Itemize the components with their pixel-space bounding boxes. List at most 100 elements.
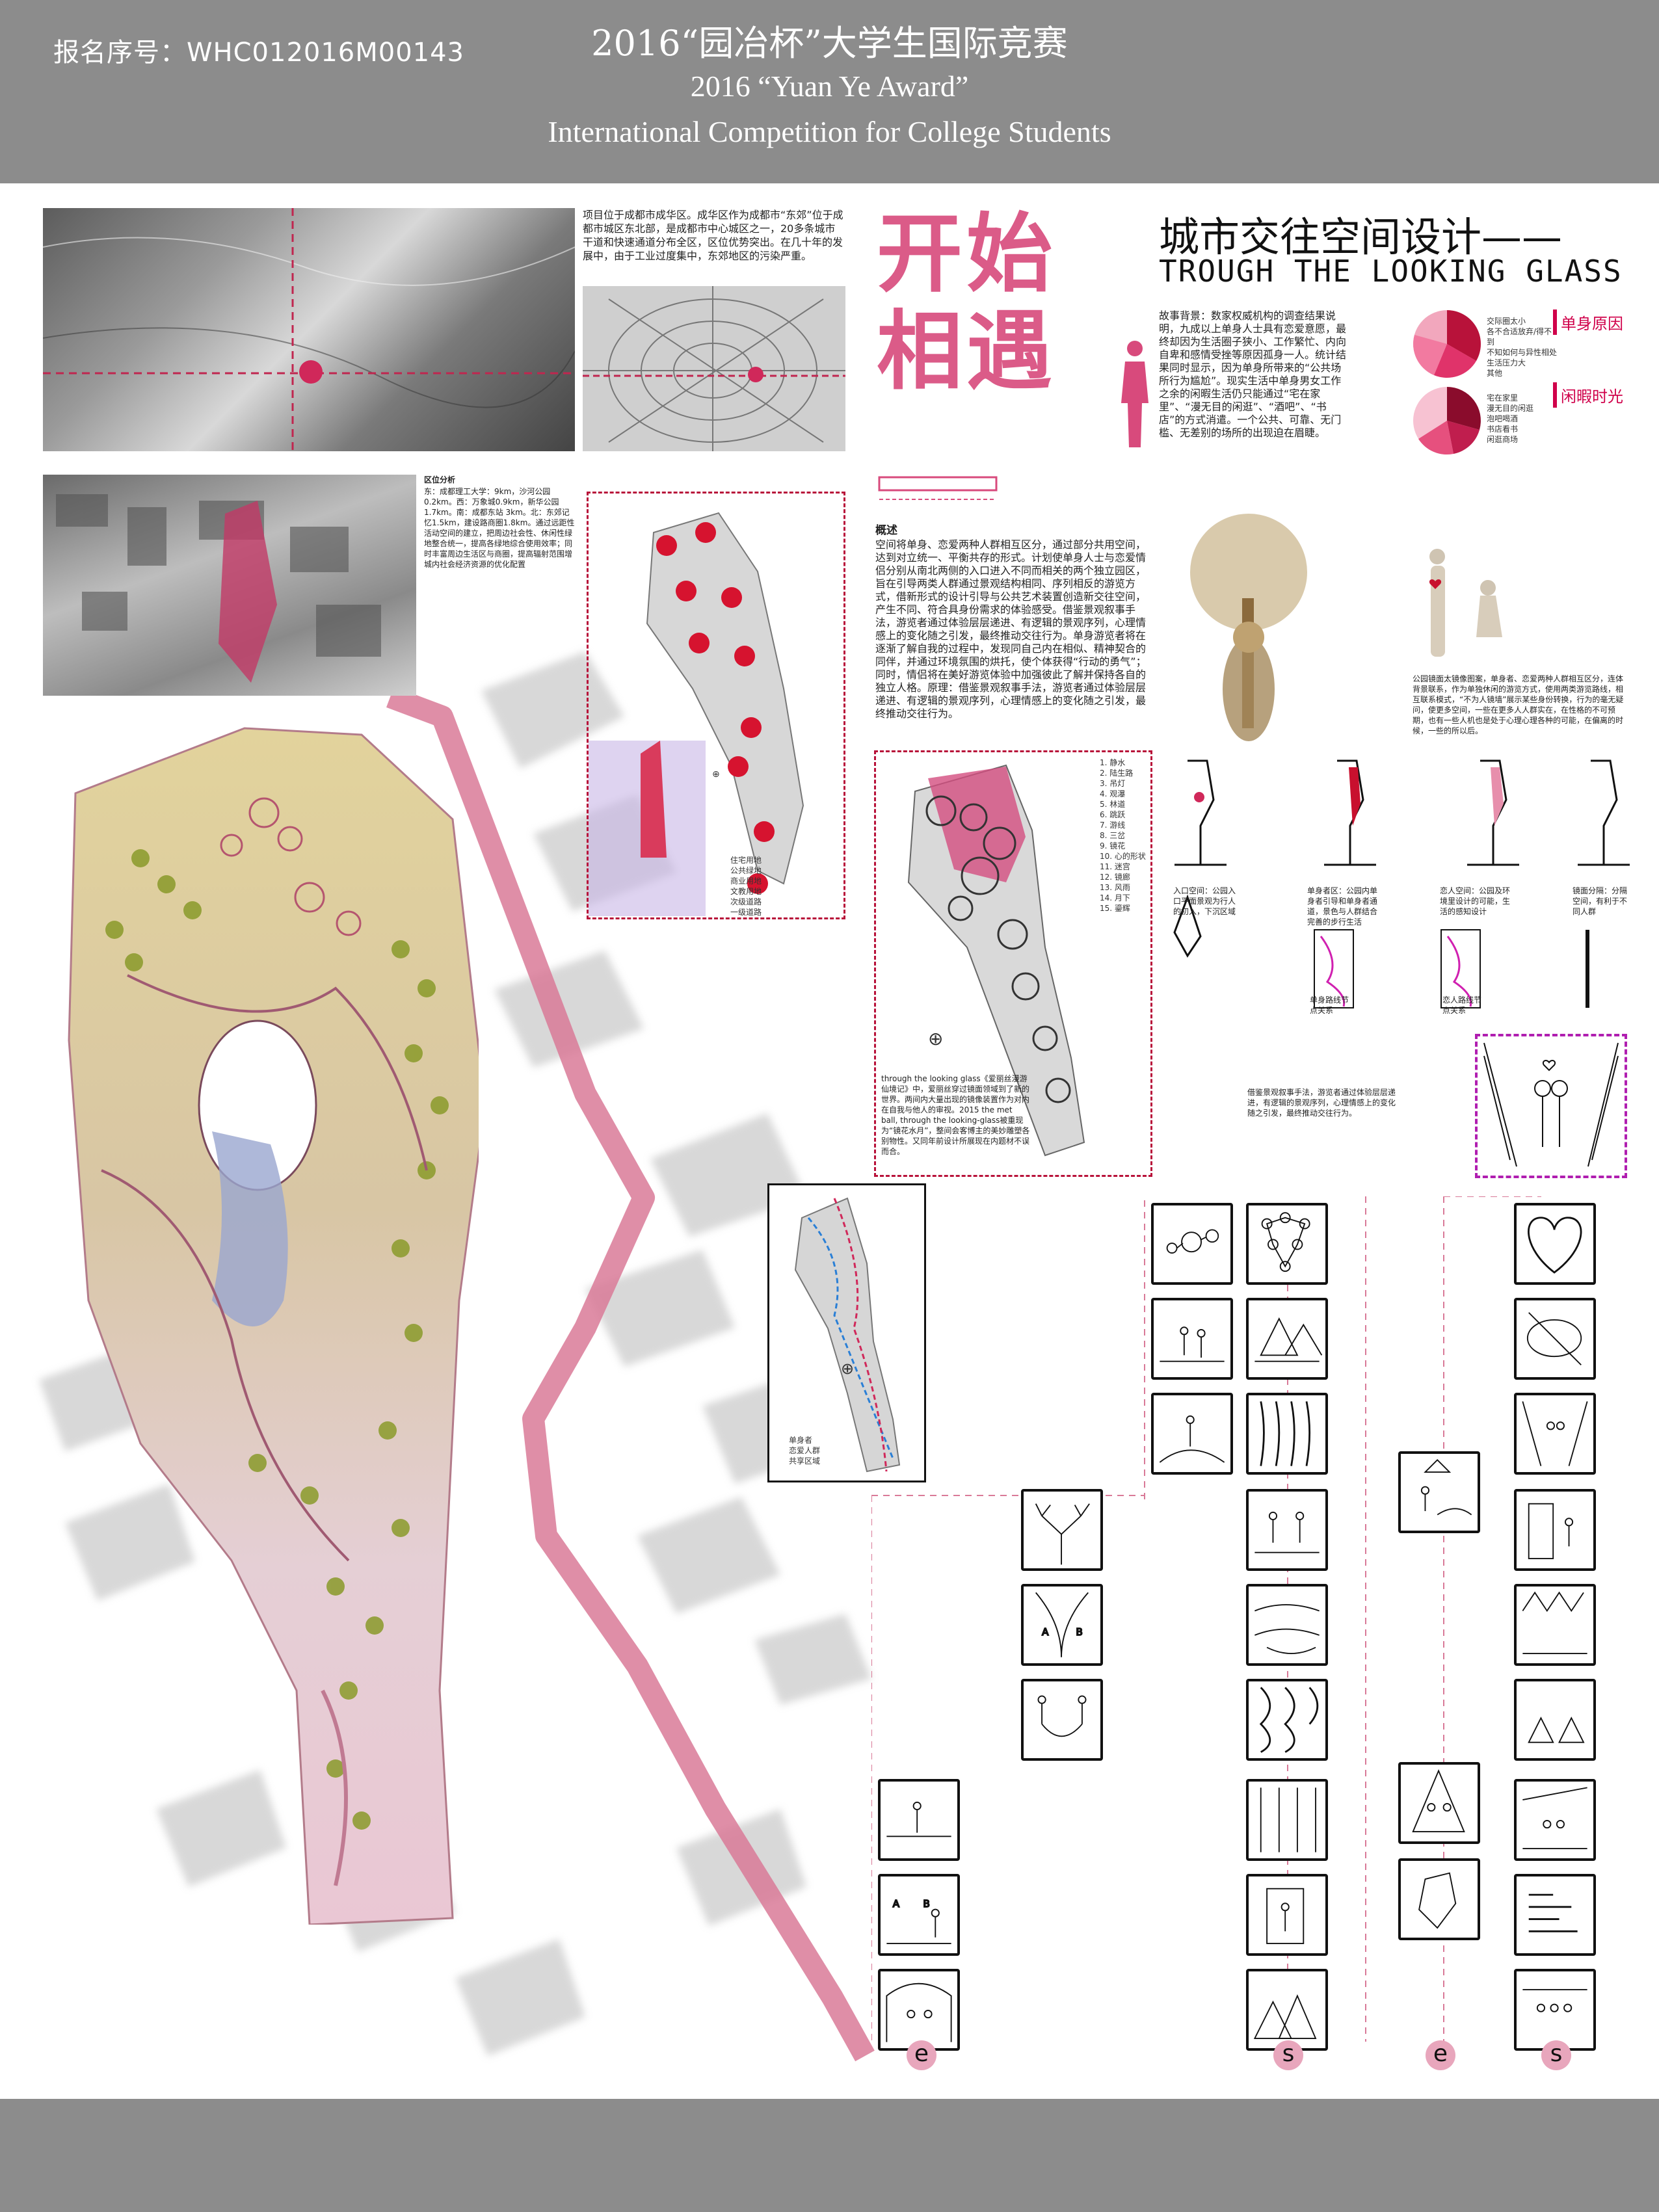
- sketch-card: [1151, 1393, 1233, 1475]
- sketch-card: [1398, 1858, 1480, 1940]
- body-heart-illustration: [1429, 549, 1502, 657]
- sketch-card: [1246, 1298, 1328, 1380]
- pie2-legend: 宅在家里 漫无目的闲逛 泡吧喝酒 书店看书 闲逛商场: [1487, 393, 1558, 445]
- project-big-title: 开始相遇: [877, 204, 1056, 402]
- scale-bar: [878, 476, 998, 500]
- sketch-card: [1246, 1779, 1328, 1861]
- location-analysis-title: 区位分析: [424, 475, 456, 484]
- sketch-card: [1514, 1779, 1596, 1861]
- sketch-card: [1246, 1489, 1328, 1571]
- svg-text:⊕: ⊕: [712, 769, 720, 780]
- svg-text:⊕: ⊕: [841, 1360, 854, 1378]
- nodes-legend-item: 12. 镜廊: [1100, 873, 1130, 882]
- pie1-legend-item: 不知如何与异性相处: [1487, 348, 1558, 357]
- nodes-legend-item: 7. 游线: [1100, 821, 1126, 830]
- sketch-card: [1514, 1393, 1596, 1475]
- pie2-legend-item: 书店看书: [1487, 425, 1519, 434]
- diagram-caption: 恋人空间：公园及环境里设计的可能，生活的感知设计: [1440, 886, 1511, 916]
- svg-text:A: A: [1042, 1626, 1049, 1638]
- pie1-legend: 交际圈太小 各不合适放弃/得不到 不知如何与异性相处 生活压力大 其他: [1487, 316, 1558, 378]
- sequence-marker-s: s: [1541, 2040, 1571, 2070]
- nodes-legend-item: 1. 静水: [1100, 758, 1126, 767]
- sketch-card: [1021, 1679, 1103, 1761]
- nodes-legend-item: 3. 吊灯: [1100, 779, 1126, 788]
- city-road-map: [583, 286, 845, 451]
- landuse-legend-item: 公共绿地: [730, 866, 762, 875]
- sketch-card: [1246, 1584, 1328, 1666]
- nodes-legend-item: 10. 心的形状: [1100, 852, 1146, 861]
- location-analysis-text: 东：成都理工大学：9km，沙河公园0.2km。西：万象城0.9km，新华公园1.…: [424, 487, 575, 569]
- footer-band: [0, 2099, 1659, 2212]
- master-plan: [68, 727, 479, 1925]
- sketch-card: [1246, 1679, 1328, 1761]
- nodes-legend: 1. 静水 2. 陆生路 3. 吊灯 4. 观瀑 5. 林道 6. 跳跃 7. …: [1100, 757, 1152, 914]
- pie2-legend-item: 漫无目的闲逛: [1487, 404, 1534, 413]
- sketch-card: [1514, 1679, 1596, 1761]
- nodes-legend-item: 13. 风雨: [1100, 883, 1130, 892]
- glass-note: through the looking glass《爱丽丝漫游仙境记》中，爱丽丝…: [881, 1074, 1030, 1156]
- svg-text:B: B: [923, 1898, 930, 1910]
- sequence-marker-e: e: [1426, 2040, 1455, 2070]
- pie-single-reasons: [1413, 310, 1481, 378]
- nodes-legend-item: 11. 迷宫: [1100, 862, 1130, 871]
- overview-heading: 概述: [875, 524, 897, 537]
- pie2-legend-item: 闲逛商场: [1487, 435, 1519, 444]
- svg-text:⊕: ⊕: [928, 1028, 943, 1049]
- tag-leisure-time: 闲暇时光: [1553, 382, 1627, 408]
- competition-title-cn: 2016“园冶杯”大学生国际竞赛: [591, 23, 1068, 64]
- pie2-legend-item: 宅在家里: [1487, 393, 1519, 402]
- sketch-card: [1246, 1203, 1328, 1285]
- nodes-legend-item: 6. 跳跃: [1100, 810, 1126, 819]
- landuse-legend-item: 一级道路: [730, 908, 762, 917]
- diagram-caption: 入口空间：公园入口平面景观为行人的初入，下沉区域: [1173, 886, 1236, 916]
- svg-text:A: A: [893, 1898, 900, 1910]
- nodes-legend-item: 15. 鎏辉: [1100, 904, 1130, 913]
- competition-title-en-2: International Competition for College St…: [548, 115, 1111, 148]
- section-diagrams: [1173, 759, 1630, 1008]
- sketch-card: [1246, 1393, 1328, 1475]
- route-legend-item: 恋爱人群: [789, 1446, 821, 1455]
- sketch-card: [1514, 1203, 1596, 1285]
- competition-title-en-1: 2016 “Yuan Ye Award”: [690, 70, 969, 103]
- sketch-card: [1151, 1203, 1233, 1285]
- sketch-card: [1514, 1874, 1596, 1956]
- story-background: 故事背景：数家权威机构的调查结果说明，九成以上单身人士具有恋爱意愿，最终却因为生…: [1159, 309, 1347, 439]
- bottom-caption: 借鉴景观叙事手法，游览者通过体验层层递进，有逻辑的景观序列，心理情感上的变化随之…: [1247, 1088, 1396, 1118]
- right-figure-caption: 公园镜面太镜像图案，单身者、恋爱两种人群相互区分，连体背景联系，作为单独休闲的游…: [1413, 674, 1624, 735]
- svg-text:B: B: [1076, 1626, 1083, 1638]
- route-legend: 单身者 恋爱人群 共享区域: [789, 1435, 828, 1466]
- sketch-card: [1246, 1874, 1328, 1956]
- tree-girl-illustration: [1190, 514, 1307, 741]
- landuse-legend-item: 次级道路: [730, 897, 762, 906]
- sketch-card: [1514, 1489, 1596, 1571]
- landuse-legend-item: 文教用地: [730, 887, 762, 896]
- landuse-plan-frame: ⊕ 住宅用地 公共绿地 商业用地 文教用地 次级道路 一级道路: [587, 492, 845, 919]
- diagram-caption: 镜面分隔：分隔空间，有利于不同人群: [1573, 886, 1628, 916]
- sequence-marker-s: s: [1273, 2040, 1303, 2070]
- pie1-legend-item: 交际圈太小: [1487, 317, 1526, 326]
- landuse-legend-item: 商业用地: [730, 876, 762, 886]
- sketch-card: [1398, 1451, 1480, 1533]
- tag-single-reasons: 单身原因: [1553, 309, 1627, 335]
- project-title-en: TROUGH THE LOOKING GLASS: [1159, 254, 1623, 289]
- pie-leisure-time: [1413, 387, 1481, 455]
- location-intro: 项目位于成都市成华区。成华区作为成都市“东郊”位于成都市城区东北部，是成都市中心…: [583, 209, 843, 262]
- couple-sketch-frame: [1475, 1034, 1627, 1178]
- sequence-marker-e: e: [907, 2040, 936, 2070]
- sketch-card: [1398, 1762, 1480, 1844]
- nodes-legend-item: 4. 观瀑: [1100, 789, 1126, 798]
- registration-number: 报名序号：WHC012016M00143: [53, 38, 465, 68]
- route-legend-item: 共享区域: [789, 1456, 821, 1466]
- diagram-caption: 恋人路线节点关系: [1442, 995, 1482, 1015]
- header-banner: 报名序号：WHC012016M00143 2016“园冶杯”大学生国际竞赛 20…: [0, 0, 1659, 183]
- figure-icon: [1121, 341, 1148, 447]
- sketch-card: [878, 1969, 960, 2051]
- route-map-frame: ⊕ 单身者 恋爱人群 共享区域: [767, 1183, 926, 1482]
- sketch-card: [1151, 1298, 1233, 1380]
- nodes-legend-item: 2. 陆生路: [1100, 769, 1134, 778]
- nodes-legend-item: 9. 镜花: [1100, 841, 1126, 850]
- site-satellite-map: [43, 475, 416, 696]
- nodes-plan-frame: ⊕ 1. 静水 2. 陆生路 3. 吊灯 4. 观瀑 5. 林道 6. 跳跃 7…: [874, 750, 1152, 1177]
- sketch-card: [878, 1779, 960, 1861]
